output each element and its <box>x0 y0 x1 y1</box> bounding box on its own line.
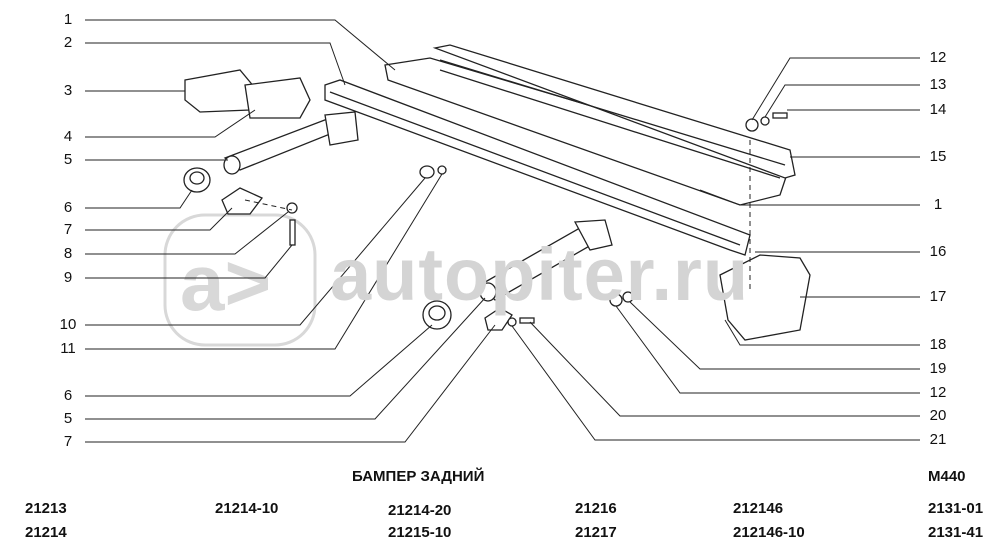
model: 21216 <box>575 500 617 517</box>
callout-21: 21 <box>929 431 947 448</box>
diagram-code: M440 <box>928 468 966 485</box>
model: 21214-20 <box>388 502 452 519</box>
model: 21214-10 <box>215 500 279 517</box>
callout-7b: 7 <box>63 433 73 450</box>
callout-2: 2 <box>63 34 73 51</box>
model: 2131-41 <box>928 524 984 541</box>
leader-lines <box>85 19 920 443</box>
callout-6b: 6 <box>63 387 73 404</box>
svg-text:a>: a> <box>180 238 271 327</box>
callout-12: 12 <box>929 49 947 66</box>
callout-4: 4 <box>63 128 73 145</box>
model: 212146 <box>733 500 784 517</box>
model: 21213 <box>25 500 67 517</box>
callout-19: 19 <box>929 360 947 377</box>
callout-13: 13 <box>929 76 947 93</box>
callout-20: 20 <box>929 407 947 424</box>
callout-3: 3 <box>63 82 73 99</box>
right-end-cap <box>719 254 811 341</box>
model: 2131-01 <box>928 500 984 517</box>
callout-6: 6 <box>63 199 73 216</box>
callout-1: 1 <box>63 11 73 28</box>
callout-15: 15 <box>929 148 947 165</box>
callout-12b: 12 <box>929 384 947 401</box>
callout-1b: 1 <box>933 196 943 213</box>
rear-bumper <box>324 79 751 256</box>
callout-5: 5 <box>63 151 73 168</box>
plate <box>221 187 264 215</box>
callout-9: 9 <box>63 269 73 286</box>
end-cap-pad <box>244 77 311 119</box>
model: 21217 <box>575 524 617 541</box>
callout-11: 11 <box>60 340 76 357</box>
callout-17: 17 <box>929 288 947 305</box>
callout-10: 10 <box>59 316 77 333</box>
model: 21215-10 <box>388 524 452 541</box>
callout-5b: 5 <box>63 410 73 427</box>
callout-7: 7 <box>63 221 73 238</box>
diagram-title: БАМПЕР ЗАДНИЙ <box>352 468 485 485</box>
model: 212146-10 <box>733 524 805 541</box>
watermark: autopiter.ru <box>330 233 750 316</box>
bumper-cover <box>432 44 796 179</box>
callout-18: 18 <box>929 336 947 353</box>
plate-lower <box>484 307 513 331</box>
callout-14: 14 <box>929 101 947 118</box>
model: 21214 <box>25 524 67 541</box>
callout-8: 8 <box>63 245 73 262</box>
bumper-strip <box>384 57 791 206</box>
watermark-logo: a> <box>163 213 317 347</box>
end-cap <box>184 69 256 113</box>
callout-16: 16 <box>929 243 947 260</box>
